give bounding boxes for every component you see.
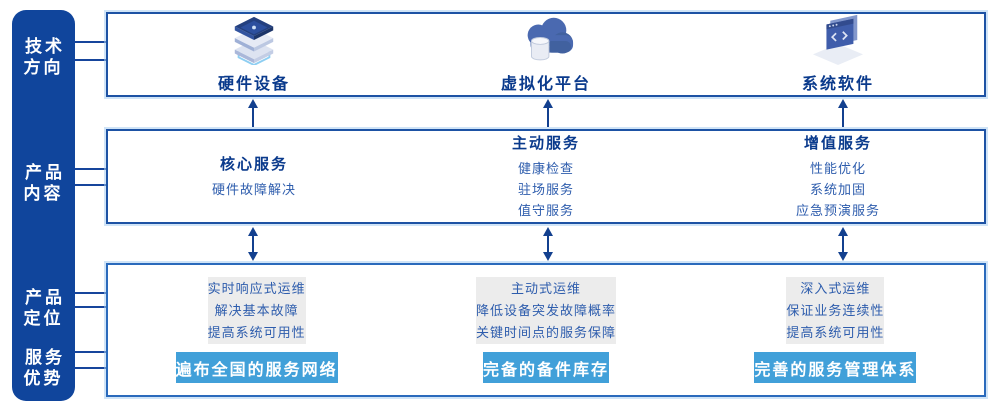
connector-line (74, 367, 107, 369)
code-window-icon (809, 14, 867, 65)
service-item: 系统加固 (809, 182, 866, 197)
positioning-panel: 实时响应式运维 解决基本故障 提高系统可用性 (207, 277, 306, 345)
advantage-bar: 完备的备件库存 (482, 352, 609, 383)
positioning-col-proactive: 主动式运维 降低设备突发故障概率 关键时间点的服务保障 完备的备件库存 (409, 277, 682, 383)
tech-item-hardware: 硬件设备 (108, 14, 400, 95)
tech-direction-box: 硬件设备 虚拟化平台 (106, 12, 986, 97)
positioning-line: 深入式运维 (800, 280, 871, 296)
double-arrow (246, 227, 260, 261)
positioning-line: 关键时间点的服务保障 (475, 324, 616, 340)
tech-label-virtualization: 虚拟化平台 (500, 76, 591, 93)
advantage-bar: 完善的服务管理体系 (754, 352, 917, 383)
category-sidebar: 技术 方向 产品 内容 产品 定位 服务 优势 (12, 10, 75, 401)
tech-label-hardware: 硬件设备 (217, 76, 290, 93)
service-item: 应急预演服务 (795, 203, 880, 218)
service-heading: 增值服务 (803, 135, 872, 152)
service-col-value-added: 增值服务 性能优化 系统加固 应急预演服务 (692, 131, 984, 222)
positioning-advantage-box: 实时响应式运维 解决基本故障 提高系统可用性 遍布全国的服务网络 主动式运维 降… (106, 263, 986, 397)
positioning-line: 主动式运维 (510, 280, 581, 296)
tech-item-system-software: 系统软件 (692, 14, 984, 95)
positioning-line: 提高系统可用性 (786, 324, 885, 340)
up-arrow (541, 99, 555, 127)
connector-line (74, 306, 107, 308)
service-col-core: 核心服务 硬件故障解决 (108, 131, 400, 222)
tech-label-system-software: 系统软件 (801, 76, 874, 93)
connector-line (74, 292, 107, 294)
sidebar-label-tech-direction: 技术 方向 (23, 37, 65, 77)
positioning-panel: 主动式运维 降低设备突发故障概率 关键时间点的服务保障 (475, 277, 616, 345)
service-item: 性能优化 (809, 161, 866, 176)
service-heading: 主动服务 (511, 135, 580, 152)
tech-item-virtualization: 虚拟化平台 (400, 14, 692, 95)
positioning-line: 实时响应式运维 (207, 280, 306, 296)
up-arrow (246, 99, 260, 127)
cloud-database-icon (517, 15, 575, 65)
up-arrow (836, 99, 850, 127)
positioning-line: 提高系统可用性 (207, 324, 306, 340)
connector-line (74, 351, 107, 353)
sidebar-label-product-content: 产品 内容 (23, 163, 65, 203)
sidebar-label-product-positioning: 产品 定位 (23, 288, 65, 328)
advantage-bar: 遍布全国的服务网络 (175, 352, 338, 383)
service-item: 驻场服务 (517, 182, 574, 197)
connector-line (74, 59, 107, 61)
positioning-col-realtime: 实时响应式运维 解决基本故障 提高系统可用性 遍布全国的服务网络 (120, 277, 393, 383)
connector-line (74, 184, 107, 186)
product-content-box: 核心服务 硬件故障解决 主动服务 健康检查 驻场服务 值守服务 增值服务 性能优… (106, 129, 986, 224)
service-item: 健康检查 (517, 161, 574, 176)
positioning-line: 降低设备突发故障概率 (475, 302, 616, 318)
server-stack-icon (225, 15, 283, 65)
service-heading: 核心服务 (219, 156, 288, 173)
connector-line (74, 41, 107, 43)
service-col-active: 主动服务 健康检查 驻场服务 值守服务 (400, 131, 692, 222)
positioning-col-indepth: 深入式运维 保证业务连续性 提高系统可用性 完善的服务管理体系 (699, 277, 972, 383)
connector-line (74, 168, 107, 170)
positioning-line: 保证业务连续性 (786, 302, 885, 318)
double-arrow (541, 227, 555, 261)
double-arrow (836, 227, 850, 261)
sidebar-label-service-advantage: 服务 优势 (23, 348, 65, 388)
service-item: 硬件故障解决 (211, 182, 296, 197)
positioning-panel: 深入式运维 保证业务连续性 提高系统可用性 (786, 277, 885, 345)
positioning-line: 解决基本故障 (214, 302, 299, 318)
service-item: 值守服务 (517, 203, 574, 218)
